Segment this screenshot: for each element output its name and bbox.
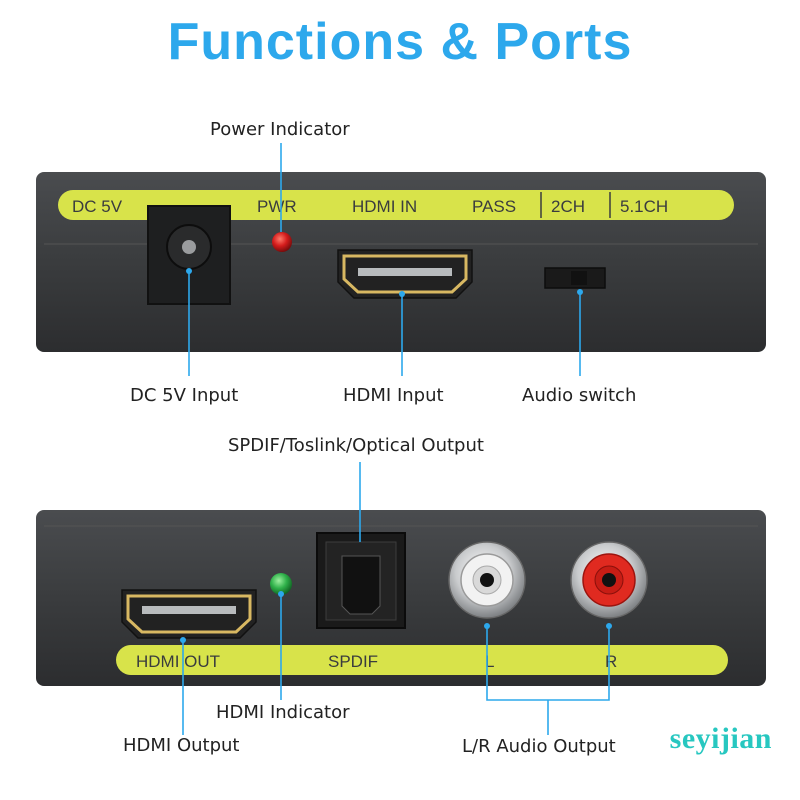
- bottom-device-panel: HDMI OUT SPDIF L R: [36, 462, 766, 735]
- power-indicator-led: [272, 232, 292, 252]
- watermark: seyijian: [669, 722, 772, 755]
- spdif-label: SPDIF: [328, 652, 378, 671]
- page-title: Functions & Ports: [167, 13, 633, 71]
- hdmi-input-port[interactable]: [337, 249, 473, 299]
- 2ch-label: 2CH: [551, 197, 585, 216]
- audio-switch[interactable]: [544, 267, 606, 289]
- hdmi-in-label: HDMI IN: [352, 197, 417, 216]
- hdmi-output-port[interactable]: [121, 589, 257, 639]
- rca-left-port[interactable]: [448, 541, 526, 619]
- hdmi-indicator-callout: HDMI Indicator: [216, 702, 350, 723]
- l-label: L: [485, 652, 494, 671]
- power-indicator-callout: Power Indicator: [210, 119, 350, 140]
- pass-label: PASS: [472, 197, 516, 216]
- spdif-output-callout: SPDIF/Toslink/Optical Output: [228, 435, 484, 456]
- dc-input-callout: DC 5V Input: [130, 385, 239, 406]
- rca-right-port[interactable]: [570, 541, 648, 619]
- r-label: R: [605, 652, 617, 671]
- pwr-label: PWR: [257, 197, 297, 216]
- spdif-optical-port[interactable]: [316, 532, 406, 629]
- hdmi-out-label: HDMI OUT: [136, 652, 220, 671]
- hdmi-indicator-led: [270, 573, 292, 595]
- audio-switch-callout: Audio switch: [522, 385, 637, 406]
- bottom-label-band: [116, 645, 728, 675]
- hdmi-input-callout: HDMI Input: [343, 385, 444, 406]
- top-device-panel: DC 5V PWR HDMI IN PASS 2CH 5.1CH: [36, 143, 766, 376]
- dc-label: DC 5V: [72, 197, 123, 216]
- 5-1ch-label: 5.1CH: [620, 197, 668, 216]
- hdmi-output-callout: HDMI Output: [123, 735, 240, 756]
- lr-audio-output-callout: L/R Audio Output: [462, 736, 616, 757]
